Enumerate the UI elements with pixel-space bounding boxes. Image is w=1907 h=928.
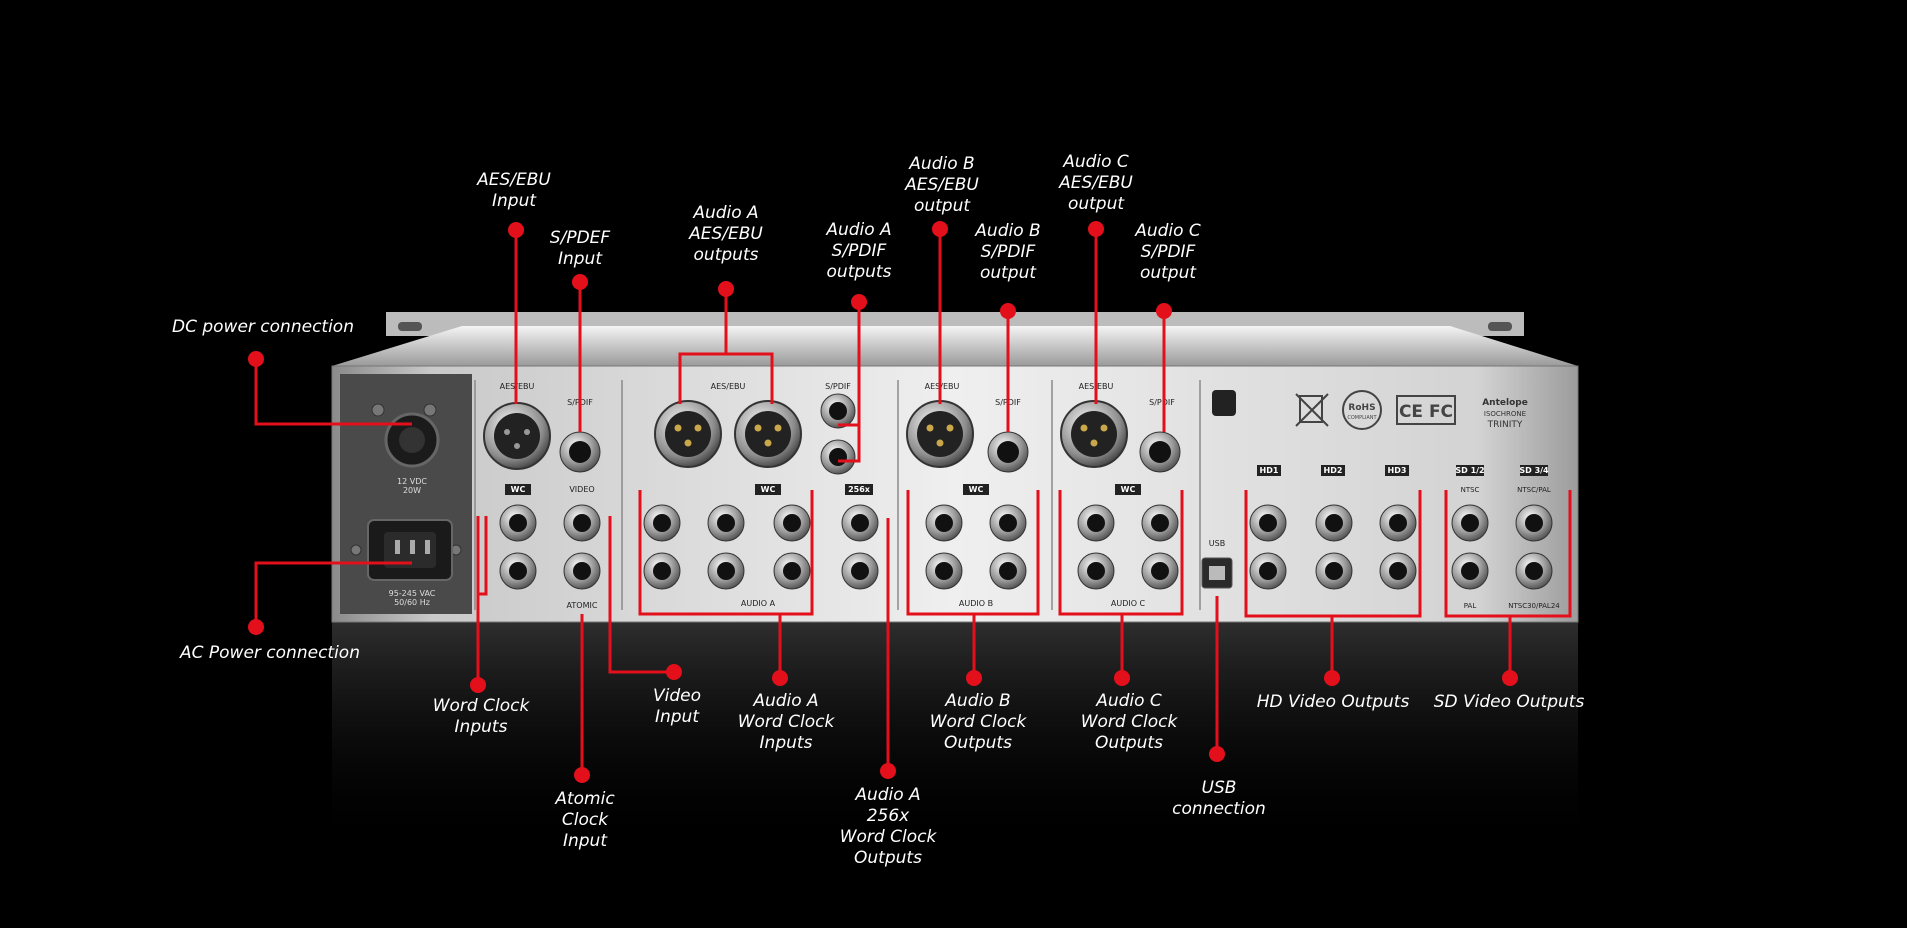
- ac-rating-line2: 50/60 Hz: [394, 598, 430, 607]
- panel-label-aes-ebu-b: AES/EBU: [925, 382, 960, 391]
- ce-fc-label: CE FC: [1399, 402, 1453, 422]
- audio-a-bnc-group: [643, 504, 879, 590]
- brand-product-name: TRINITY: [1487, 420, 1523, 430]
- video-bnc-group: [1249, 504, 1553, 590]
- panel-label-atomic: ATOMIC: [567, 601, 598, 610]
- audio-a-xlr-group: [654, 400, 802, 468]
- panel-label-aes-ebu-a: AES/EBU: [711, 382, 746, 391]
- weee-bin-icon: [1295, 393, 1329, 427]
- panel-label-hd1: HD1: [1260, 466, 1279, 475]
- callout-spdef-input: S/PDEF Input: [549, 228, 611, 269]
- rohs-badge: [1342, 390, 1382, 430]
- ce-fc-badge: [1396, 395, 1456, 425]
- panel-label-wc-in: WC: [511, 485, 526, 494]
- panel-label-hd3: HD3: [1388, 466, 1407, 475]
- audio-b-bnc-group: [925, 504, 1027, 590]
- rohs-label: RoHS: [1348, 403, 1375, 413]
- panel-label-sd12: SD 1/2: [1455, 466, 1484, 475]
- panel-label-ntsc-pal: NTSC/PAL: [1517, 486, 1551, 494]
- panel-label-wc-a: WC: [761, 485, 776, 494]
- panel-label-spdif-c: S/PDIF: [1149, 398, 1175, 407]
- panel-label-pal: PAL: [1464, 602, 1477, 610]
- panel-label-usb: USB: [1209, 539, 1225, 548]
- callout-audio-b-spdif-output: Audio B S/PDIF output: [975, 221, 1041, 283]
- dc-rating-line2: 20W: [403, 486, 421, 495]
- panel-label-audio-b: AUDIO B: [959, 599, 993, 608]
- callout-audio-a-256x: Audio A 256x Word Clock Outputs: [839, 785, 937, 868]
- panel-label-hd2: HD2: [1324, 466, 1343, 475]
- ac-rating-line1: 95-245 VAC: [389, 589, 436, 598]
- reflection: [332, 620, 1578, 850]
- callout-audio-b-aes-output: Audio B AES/EBU output: [905, 154, 979, 216]
- panel-label-sd34: SD 3/4: [1519, 466, 1549, 475]
- callout-video-input: Video Input: [652, 686, 702, 727]
- callout-audio-a-aes-outputs: Audio A AES/EBU outputs: [689, 203, 763, 265]
- callout-usb-connection: USB connection: [1172, 778, 1266, 819]
- bnc-group-inputs: [499, 504, 601, 590]
- callout-audio-c-aes-output: Audio C AES/EBU output: [1059, 152, 1133, 214]
- callout-dc-power: DC power connection: [172, 317, 354, 337]
- callout-aes-ebu-input: AES/EBU Input: [477, 170, 551, 211]
- panel-label-256x: 256x: [848, 485, 871, 494]
- panel-label-audio-c: AUDIO C: [1111, 599, 1146, 608]
- panel-label-audio-a: AUDIO A: [741, 599, 776, 608]
- callout-audio-c-wc-outputs: Audio C Word Clock Outputs: [1080, 691, 1178, 753]
- callout-audio-c-spdif-output: Audio C S/PDIF output: [1135, 221, 1201, 283]
- audio-logo: [1212, 390, 1236, 416]
- callout-dots: [248, 221, 1518, 783]
- callout-audio-a-wc-inputs: Audio A Word Clock Inputs: [737, 691, 835, 753]
- panel-label-video: VIDEO: [569, 485, 594, 494]
- callout-word-clock-inputs: Word Clock Inputs: [432, 696, 530, 737]
- audio-a-spdif-group: [820, 393, 856, 475]
- chassis-top: [332, 326, 1578, 366]
- callout-atomic-clock-input: Atomic Clock Input: [555, 789, 615, 851]
- callout-audio-b-wc-outputs: Audio B Word Clock Outputs: [929, 691, 1027, 753]
- panel-label-wc-c: WC: [1121, 485, 1136, 494]
- callout-lines: [254, 229, 1572, 775]
- video-output-tags: [1257, 465, 1548, 476]
- callout-sd-video-outputs: SD Video Outputs: [1433, 692, 1585, 712]
- callout-audio-a-spdif-outputs: Audio A S/PDIF outputs: [826, 220, 892, 282]
- panel-label-spdif-a: S/PDIF: [825, 382, 851, 391]
- callout-hd-video-outputs: HD Video Outputs: [1256, 692, 1410, 712]
- panel-label-wc-b: WC: [969, 485, 984, 494]
- rohs-sub-label: COMPLIANT: [1347, 415, 1377, 421]
- callout-ac-power: AC Power connection: [180, 643, 360, 663]
- panel-label-ntsc30: NTSC30/PAL24: [1508, 602, 1560, 610]
- brand-product-line: ISOCHRONE: [1484, 410, 1526, 418]
- audio-c-bnc-group: [1077, 504, 1179, 590]
- brand-name: Antelope: [1482, 398, 1528, 408]
- dc-rating-line1: 12 VDC: [397, 477, 427, 486]
- panel-label-ntsc: NTSC: [1461, 486, 1480, 494]
